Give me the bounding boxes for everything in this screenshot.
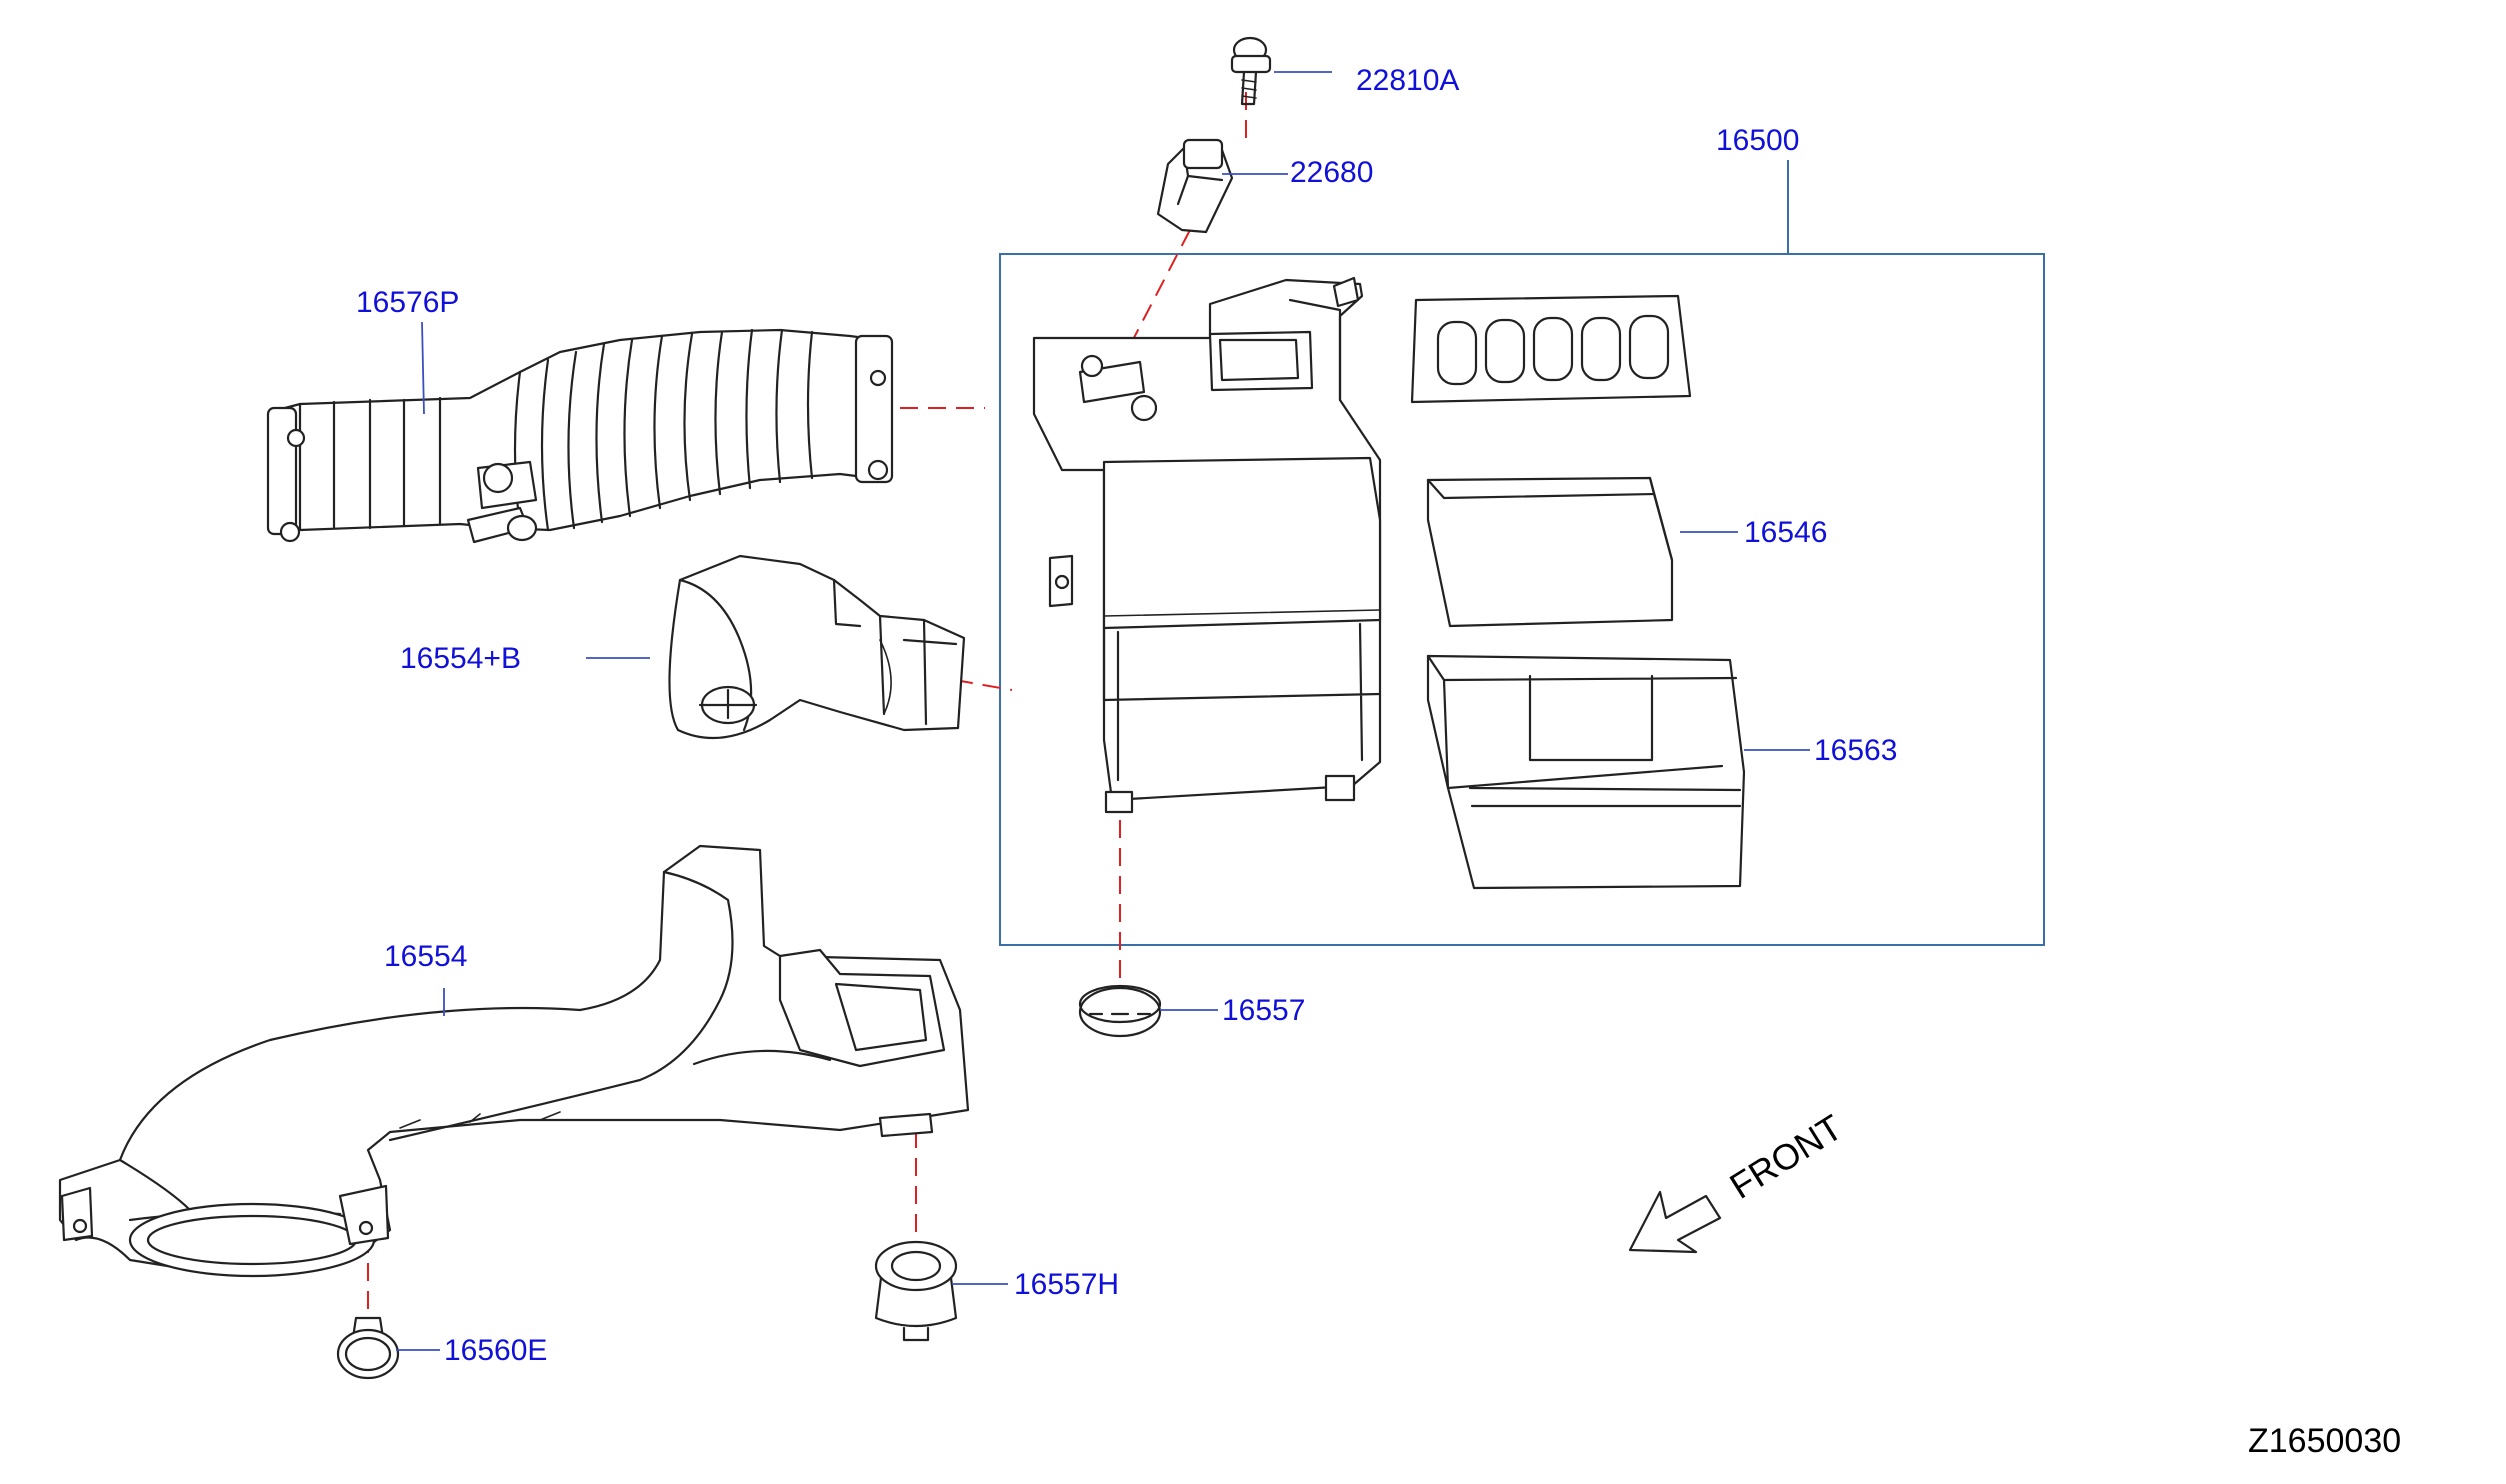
label-16560e: 16560E bbox=[444, 1334, 547, 1367]
intake-hose-16576p-drawing bbox=[266, 328, 894, 544]
duct-lower-16554-drawing bbox=[58, 844, 970, 1278]
assembly-bracket-16500 bbox=[999, 160, 2045, 946]
cover-16563-drawing bbox=[1426, 654, 1746, 890]
duct-upper-16554b-drawing bbox=[668, 554, 966, 740]
mount-rubber-16557h-drawing bbox=[874, 1240, 958, 1342]
diagram-id: Z1650030 bbox=[2248, 1422, 2401, 1460]
front-direction-arrow bbox=[1628, 1190, 1722, 1254]
label-16576p: 16576P bbox=[356, 286, 459, 319]
leader-lines bbox=[396, 71, 1810, 1351]
clip-16560e-drawing bbox=[336, 1316, 400, 1380]
air-cleaner-housing-drawing bbox=[1032, 276, 1382, 814]
sensor-22680-drawing bbox=[1156, 138, 1234, 234]
label-16557h: 16557H bbox=[1014, 1268, 1119, 1301]
front-label: FRONT bbox=[1723, 1106, 1850, 1206]
label-22810a: 22810A bbox=[1356, 64, 1459, 97]
bolt-22810a-drawing bbox=[1230, 36, 1272, 106]
label-16563: 16563 bbox=[1814, 734, 1897, 767]
mount-rubber-16557-drawing bbox=[1078, 984, 1162, 1038]
label-16557: 16557 bbox=[1222, 994, 1305, 1027]
label-16500: 16500 bbox=[1716, 124, 1799, 157]
label-16554b: 16554+B bbox=[400, 642, 521, 675]
filter-element-16546-drawing bbox=[1426, 476, 1674, 628]
grille-drawing bbox=[1410, 294, 1692, 404]
label-16546: 16546 bbox=[1744, 516, 1827, 549]
label-22680: 22680 bbox=[1290, 156, 1373, 189]
label-16554: 16554 bbox=[384, 940, 467, 973]
